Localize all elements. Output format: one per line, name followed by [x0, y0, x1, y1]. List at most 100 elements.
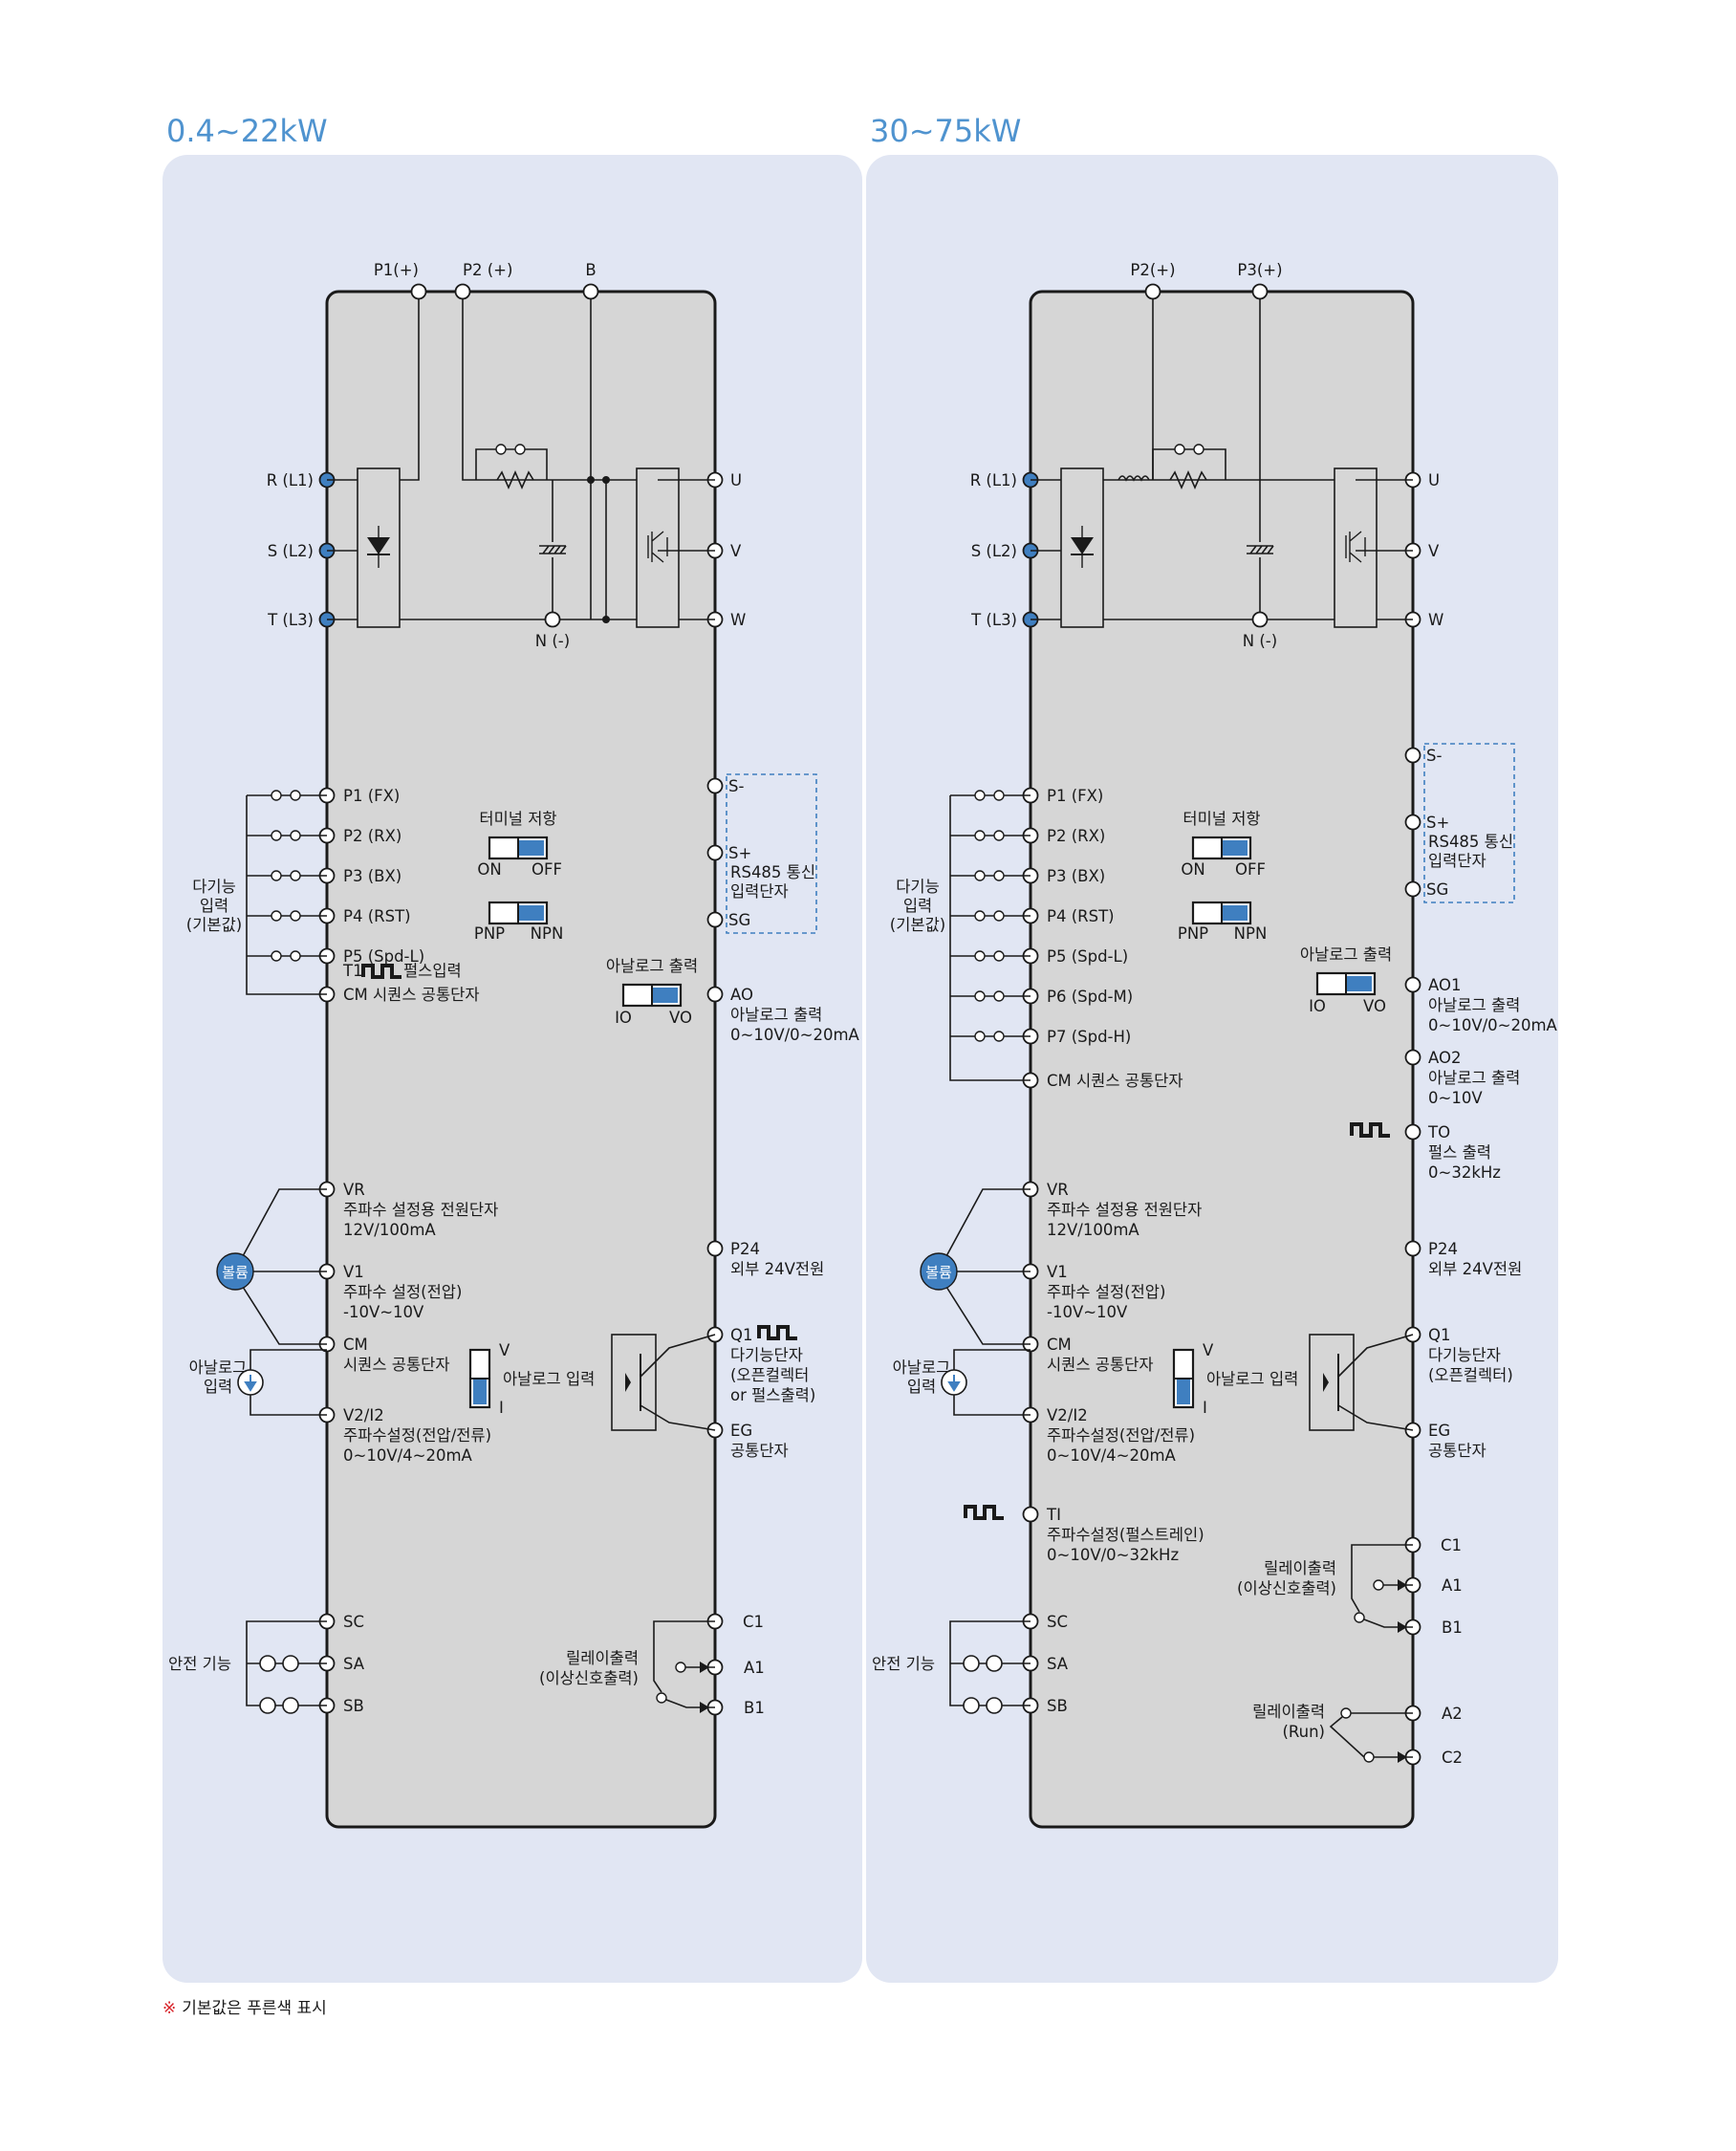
rs485-label: S-	[1426, 747, 1442, 765]
volume-label: 볼륨	[925, 1264, 952, 1281]
dc-terminal-label: B	[585, 261, 596, 279]
t1-label: T1	[342, 962, 363, 980]
vr-label-line-0: VR	[343, 1181, 365, 1199]
power-output-label: U	[1428, 471, 1440, 489]
to-label-line-2: 0~32kHz	[1428, 1163, 1501, 1182]
ao-terminal	[706, 986, 724, 1003]
analog-input-switch	[468, 1348, 491, 1409]
opto-wire	[1337, 1404, 1414, 1431]
contact	[495, 444, 507, 455]
input-label: P5 (Spd-L)	[343, 947, 424, 966]
power-input-label: R (L1)	[970, 471, 1017, 489]
contact	[993, 1031, 1005, 1042]
volume-wire	[242, 1188, 327, 1257]
ao2-terminal	[1404, 1049, 1421, 1066]
ao2-label-line-2: 0~10V	[1428, 1089, 1483, 1107]
cm-label: CM 시퀀스 공통단자	[1047, 1072, 1183, 1090]
dc-terminal-label: P2 (+)	[463, 261, 512, 279]
safety-contact	[259, 1697, 276, 1714]
v2-label-line-2: 0~10V/4~20mA	[343, 1446, 473, 1465]
rs485-text-line-0: RS485 통신	[730, 863, 815, 881]
switch-knob	[1347, 976, 1372, 991]
switch-v-label: V	[1203, 1341, 1214, 1359]
rs485-terminal	[706, 911, 724, 928]
panel-title: 30~75kW	[870, 113, 1021, 149]
rs485-terminal	[706, 844, 724, 861]
input-label: P2 (RX)	[1047, 827, 1105, 845]
contact	[271, 870, 282, 881]
contact	[1363, 1751, 1375, 1763]
contact	[974, 790, 986, 801]
analog-input-label-line-0: 아날로그	[893, 1358, 951, 1377]
multi-input-label-line-2: (기본값)	[186, 916, 242, 934]
input-label: P4 (RST)	[343, 907, 411, 925]
resistor-icon	[496, 470, 534, 489]
bus-wire	[400, 292, 420, 481]
analog-output-switch	[621, 983, 683, 1008]
junction-dot	[587, 476, 595, 484]
switch-knob	[1223, 840, 1248, 856]
switch-off-label: OFF	[532, 860, 562, 879]
contact	[290, 950, 301, 962]
analog-output-switch-label: 아날로그 출력	[1300, 945, 1392, 964]
to-terminal	[1404, 1123, 1421, 1141]
contact	[514, 444, 526, 455]
q1-label-line-2: (오픈컬렉터)	[1428, 1366, 1513, 1384]
sb-label: SB	[343, 1697, 364, 1715]
contact	[290, 870, 301, 881]
switch-npn-label: NPN	[531, 924, 564, 943]
bypass-wire	[475, 448, 548, 480]
contact	[974, 910, 986, 922]
switch-i-label: I	[1203, 1399, 1207, 1417]
contact	[974, 870, 986, 881]
eg-label-line-1: 공통단자	[730, 1442, 789, 1460]
v2-label-line-2: 0~10V/4~20mA	[1047, 1446, 1177, 1465]
dc-terminal	[582, 283, 599, 300]
terminal-resistor-label: 터미널 저항	[479, 810, 556, 828]
relay-a-label: A1	[744, 1659, 765, 1677]
igbt-icon	[647, 531, 668, 563]
relay2-wire	[1329, 1716, 1365, 1758]
relay-b-label: B1	[744, 1699, 765, 1717]
rs485-label: SG	[728, 911, 750, 929]
vr-label-line-2: 12V/100mA	[343, 1221, 436, 1239]
power-output-label: V	[1428, 542, 1440, 560]
safety-contact	[963, 1697, 980, 1714]
dc-terminal	[1251, 283, 1269, 300]
q1-label-line-1: 다기능단자	[730, 1346, 803, 1364]
panel-title: 0.4~22kW	[166, 113, 328, 149]
volume-wire	[242, 1286, 327, 1345]
safety-label: 안전 기능	[872, 1655, 935, 1673]
ao2-label-line-1: 아날로그 출력	[1428, 1069, 1520, 1087]
contact	[290, 910, 301, 922]
safety-contact	[282, 1697, 299, 1714]
safety-contact	[986, 1697, 1003, 1714]
contact	[1174, 444, 1185, 455]
cm2-label-line-1: 시퀀스 공통단자	[1047, 1356, 1154, 1374]
v1-label-line-2: -10V~10V	[1047, 1303, 1128, 1321]
p24-label-line-1: 외부 24V전원	[1428, 1260, 1522, 1278]
ao-label-line-1: 아날로그 출력	[730, 1006, 822, 1024]
vr-label-line-0: VR	[1047, 1181, 1069, 1199]
input-common-wire	[246, 795, 327, 995]
switch-knob	[473, 1380, 487, 1404]
cm2-label-line-1: 시퀀스 공통단자	[343, 1356, 450, 1374]
input-label: P5 (Spd-L)	[1047, 947, 1128, 966]
dc-terminal-label: P1(+)	[374, 261, 419, 279]
opto-block	[611, 1334, 657, 1431]
arrow-right-icon	[1398, 1579, 1407, 1591]
rs485-label: S+	[728, 844, 751, 862]
dc-terminal	[1144, 283, 1161, 300]
to-label-line-1: 펄스 출력	[1428, 1143, 1491, 1162]
contact	[1340, 1707, 1352, 1719]
switch-npn-label: NPN	[1234, 924, 1268, 943]
v2-label-line-0: V2/I2	[343, 1406, 384, 1424]
power-output-label: W	[1428, 611, 1443, 629]
p24-label-line-0: P24	[730, 1240, 760, 1258]
switch-on-label: ON	[477, 860, 501, 879]
drive-housing	[325, 290, 717, 1829]
arrow-right-icon	[700, 1662, 709, 1673]
bypass-wire	[1152, 448, 1226, 480]
safety-label: 안전 기능	[168, 1655, 231, 1673]
cm-label: CM 시퀀스 공통단자	[343, 986, 480, 1004]
